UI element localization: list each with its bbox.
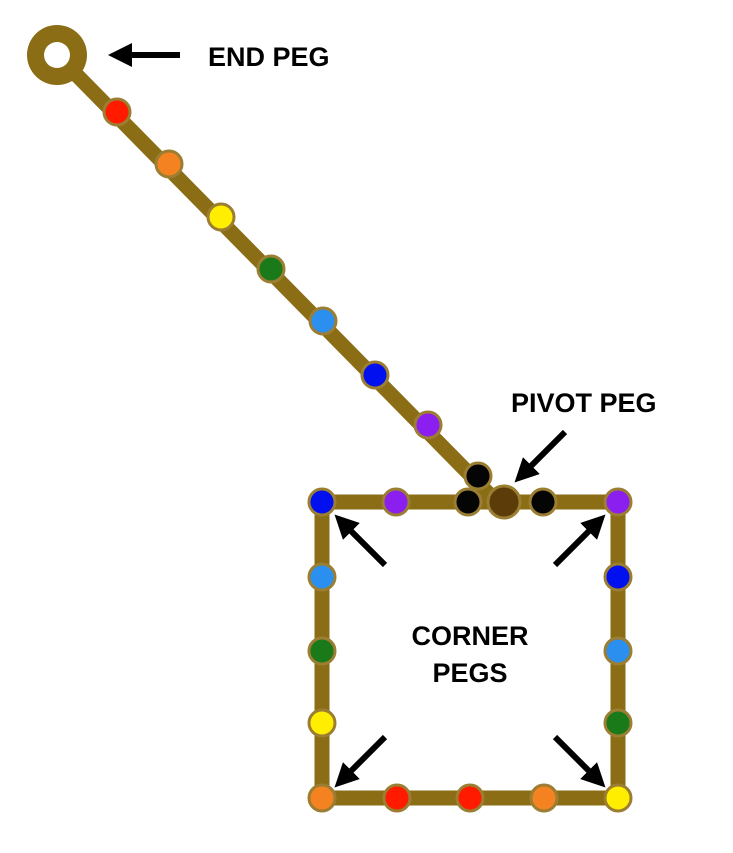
light-blue-peg[interactable] <box>603 636 633 666</box>
corner-arrow-bottom-left <box>334 734 388 788</box>
black-peg[interactable] <box>528 487 558 517</box>
yellow-peg[interactable] <box>206 202 236 232</box>
corner-peg[interactable] <box>307 783 337 813</box>
green-peg[interactable] <box>256 254 286 284</box>
black-peg[interactable] <box>463 461 493 491</box>
yellow-peg[interactable] <box>307 708 337 738</box>
end-peg-label: END PEG <box>208 42 330 72</box>
corner-pegs-label-line1: CORNER <box>411 621 528 651</box>
purple-peg[interactable] <box>381 487 411 517</box>
corner-arrow-top-right <box>552 514 606 568</box>
pivot-peg-label: PIVOT PEG <box>511 388 657 418</box>
pivot-peg-arrow <box>514 429 568 483</box>
blue-peg[interactable] <box>603 562 633 592</box>
end-peg-hole <box>44 42 70 68</box>
light-blue-peg[interactable] <box>307 562 337 592</box>
light-blue-peg[interactable] <box>308 306 338 336</box>
green-peg[interactable] <box>603 708 633 738</box>
red-peg[interactable] <box>102 97 132 127</box>
green-peg[interactable] <box>307 636 337 666</box>
corner-peg[interactable] <box>603 487 633 517</box>
corner-arrow-top-left <box>334 514 388 568</box>
corner-peg[interactable] <box>307 487 337 517</box>
corner-pegs-label-line2: PEGS <box>432 658 507 688</box>
blue-peg[interactable] <box>360 360 390 390</box>
red-peg[interactable] <box>455 783 485 813</box>
corner-arrow-bottom-right <box>552 734 606 788</box>
orange-peg[interactable] <box>529 783 559 813</box>
purple-peg[interactable] <box>413 410 443 440</box>
orange-peg[interactable] <box>154 149 184 179</box>
pivot-peg[interactable] <box>486 484 522 520</box>
black-peg[interactable] <box>453 487 483 517</box>
corner-peg[interactable] <box>603 783 633 813</box>
red-peg[interactable] <box>382 783 412 813</box>
